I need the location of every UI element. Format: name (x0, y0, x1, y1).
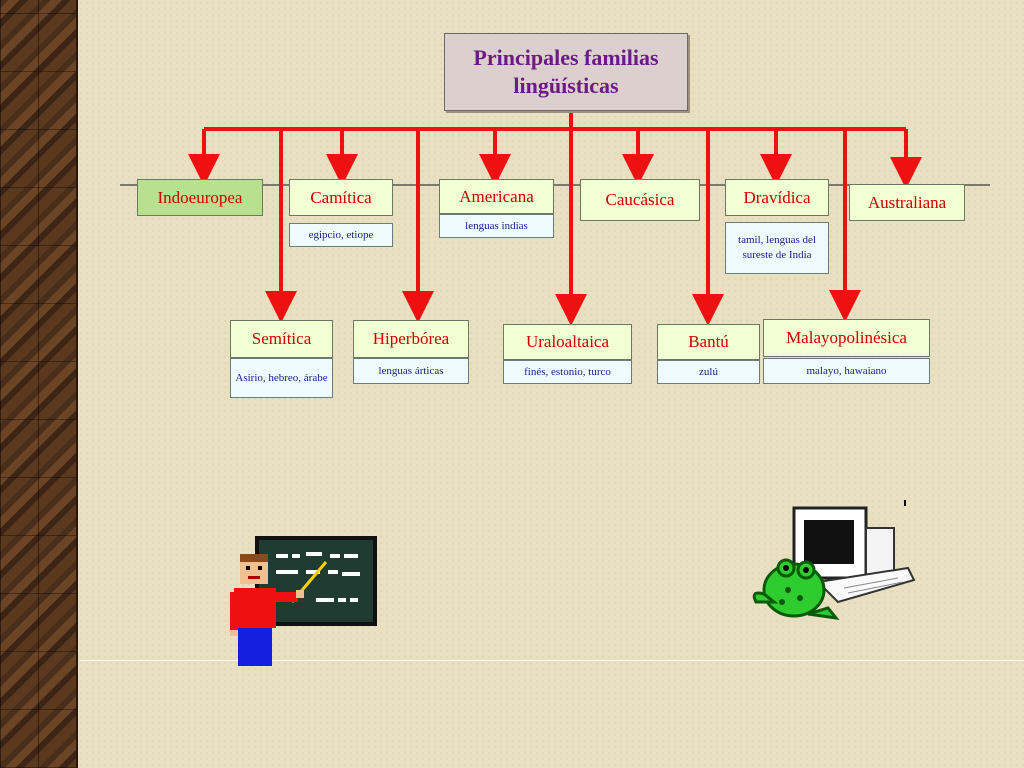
node-camitica: Camítica (289, 179, 393, 216)
node-hiperborea: Hiperbórea (353, 320, 469, 358)
node-indoeuropea: Indoeuropea (137, 179, 263, 216)
wood-border (0, 0, 78, 768)
sub-dravidica: tamil, lenguas del sureste de India (725, 222, 829, 274)
divider-line (80, 660, 1024, 661)
node-bantu: Bantú (657, 324, 760, 360)
teacher-chalkboard-icon (230, 536, 377, 666)
node-caucasica: Caucásica (580, 179, 700, 221)
sub-bantu: zulú (657, 360, 760, 384)
frog-computer-icon (752, 500, 916, 621)
diagram-title: Principales familias lingüísticas (444, 33, 688, 111)
node-malayopolinesica: Malayopolinésica (763, 319, 930, 357)
node-dravidica: Dravídica (725, 179, 829, 216)
sub-semitica: Asirio, hebreo, árabe (230, 358, 333, 398)
node-semitica: Semítica (230, 320, 333, 358)
sub-uraloaltaica: finés, estonio, turco (503, 360, 632, 384)
node-uraloaltaica: Uraloaltaica (503, 324, 632, 360)
sub-hiperborea: lenguas árticas (353, 358, 469, 384)
sub-camitica: egipcio, etiope (289, 223, 393, 247)
node-americana: Americana (439, 179, 554, 214)
node-australiana: Australiana (849, 184, 965, 221)
sub-malayopolinesica: malayo, hawaiano (763, 358, 930, 384)
sub-americana: lenguas indias (439, 214, 554, 238)
